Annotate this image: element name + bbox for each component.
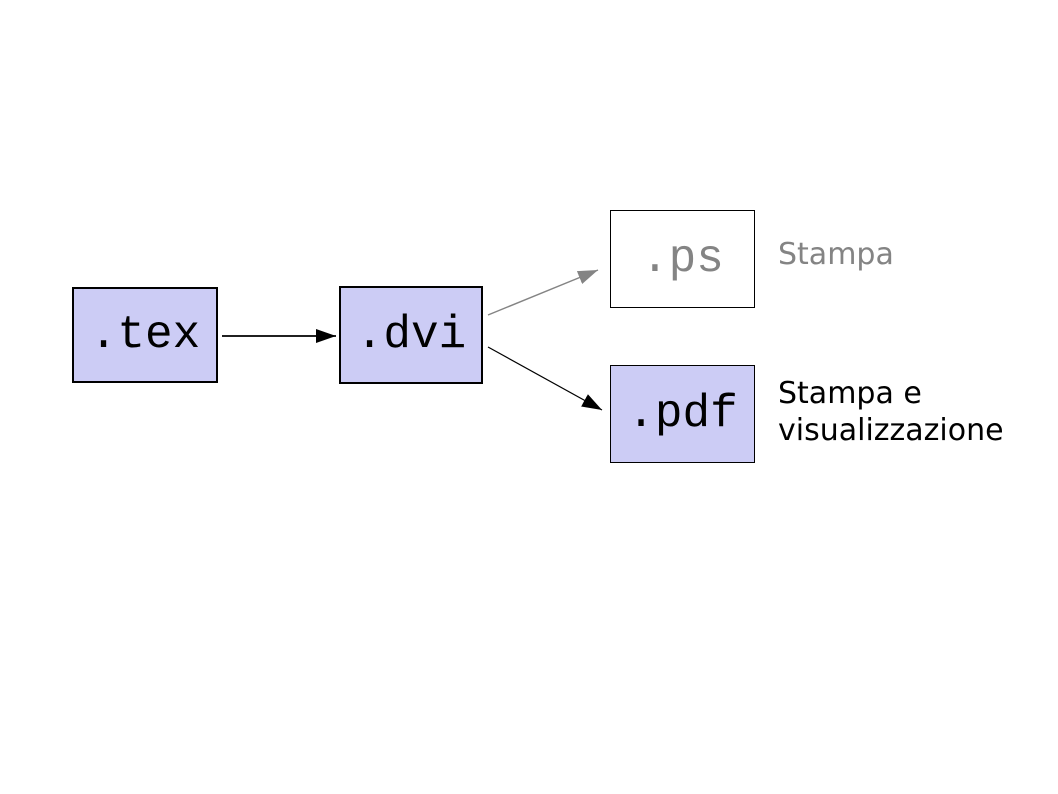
node-pdf-label: .pdf [627, 388, 738, 440]
node-dvi-label: .dvi [355, 309, 467, 361]
node-ps-label: .ps [641, 233, 724, 285]
node-tex: .tex [72, 287, 218, 383]
node-dvi: .dvi [339, 286, 483, 384]
node-ps: .ps [610, 210, 755, 308]
node-pdf: .pdf [610, 365, 755, 463]
node-tex-label: .tex [89, 309, 201, 361]
ps-annotation: Stampa [778, 237, 894, 272]
arrow-dvi-to-ps [487, 269, 599, 316]
pdf-annotation: Stampa e visualizzazione [778, 376, 1004, 448]
arrow-dvi-to-pdf [487, 346, 603, 411]
